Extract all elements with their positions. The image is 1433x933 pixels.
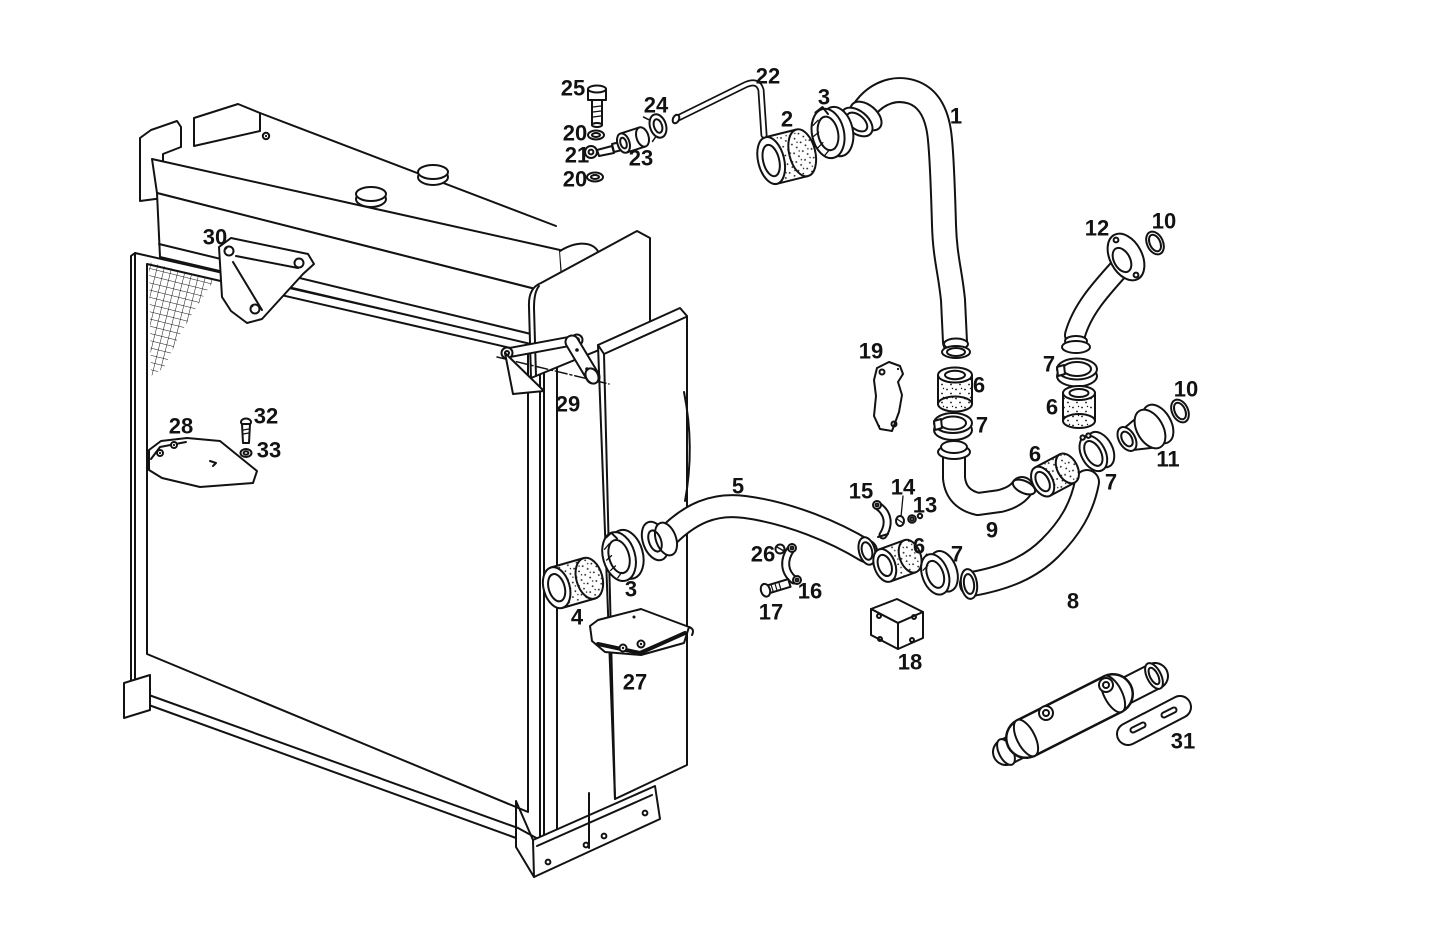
sleeve-6-right [1062,385,1096,429]
part-label-19: 19 [859,339,883,364]
part-label-6: 6 [913,534,925,559]
clamp-7-bottom [920,550,959,596]
sleeve-6-bottom [872,538,923,583]
clamp-3-upper [810,105,855,160]
clamp-7-right [1056,357,1098,388]
part-label-30: 30 [203,225,227,250]
fitting-11 [1116,403,1175,452]
part-label-25: 25 [561,76,585,101]
part-label-24: 24 [644,93,669,118]
part-label-3: 3 [625,577,637,602]
clip-26 [774,543,786,555]
bolt-25 [587,84,607,128]
left-foot [123,674,151,719]
part-label-27: 27 [623,670,647,695]
part-label-6: 6 [1046,395,1058,420]
part-label-7: 7 [1043,352,1055,377]
sleeve-4 [541,556,605,610]
bracket-19 [873,361,904,432]
bolt-17 [759,578,792,598]
part-label-20: 20 [563,121,587,146]
part-label-13: 13 [913,493,937,518]
filler-cap-right [417,164,449,186]
bracket-27 [589,608,694,656]
bolt-32 [240,417,252,444]
part-label-3: 3 [818,85,830,110]
bracket-29 [496,333,610,395]
nut-13 [907,512,924,524]
radiator-assembly [123,103,694,878]
pipe-coupling-assembly [992,662,1192,766]
pipe-22 [671,79,768,139]
part-label-11: 11 [1156,447,1179,472]
rear-top-board [193,103,557,227]
hose-1 [840,77,971,359]
part-label-4: 4 [571,605,584,630]
sleeve-6-diagonal [1030,452,1080,498]
part-label-10: 10 [1152,209,1176,234]
part-label-1: 1 [950,104,962,129]
part-label-28: 28 [169,414,193,439]
strap-16 [781,543,802,585]
part-label-14: 14 [891,475,916,500]
oring-10-upper [1145,230,1165,256]
bracket-30 [218,237,315,324]
radiator-core-face [146,263,529,813]
coupling-sleeve [1005,673,1134,759]
part-label-20: 20 [563,167,587,192]
link-31 [1116,695,1192,746]
part-label-6: 6 [1029,442,1041,467]
part-label-17: 17 [759,600,783,625]
part-label-16: 16 [798,579,822,604]
bolt-14 [895,515,905,527]
bracket-18 [870,598,924,650]
part-label-18: 18 [898,650,922,675]
elbow-9 [937,440,1037,516]
hose-8 [959,469,1100,600]
part-label-8: 8 [1067,589,1079,614]
part-label-5: 5 [732,474,744,499]
part-label-32: 32 [254,404,278,429]
clamp-3-lower [601,528,645,582]
nut-33 [239,448,253,458]
base-rail [123,674,661,878]
part-label-33: 33 [257,438,281,463]
filler-cap-left [355,186,387,208]
clamp-7-diagonal [1078,430,1116,473]
washer-20-upper [587,129,605,141]
part-label-31: 31 [1171,729,1195,754]
core-mesh-screen [149,262,214,376]
part-label-22: 22 [756,64,780,89]
part-label-7: 7 [976,413,988,438]
part-label-7: 7 [1105,470,1117,495]
hose-5 [640,494,878,566]
part-label-23: 23 [629,146,653,171]
part-label-2: 2 [781,107,793,132]
stud-21 [584,141,623,159]
part-label-6: 6 [973,373,985,398]
spacer-23 [616,126,650,154]
oring-10-lower [1170,398,1190,424]
part-label-29: 29 [556,392,580,417]
base-channel [532,785,661,878]
leader-line-14 [900,495,904,518]
part-label-9: 9 [986,518,998,543]
part-labels: 1233456666777789101011121314151617181920… [169,64,1198,754]
sleeve-6-under-hose1 [937,366,973,413]
elbow-12 [1061,232,1146,354]
bracket-28 [148,437,258,488]
part-label-12: 12 [1085,216,1109,241]
clamp-7-under-hose1 [933,412,973,441]
strap-15 [872,500,892,540]
part-label-10: 10 [1174,377,1198,402]
washer-20-lower [586,171,604,183]
part-label-15: 15 [849,479,873,504]
part-label-21: 21 [565,143,589,168]
part-label-7: 7 [951,542,963,567]
part-label-26: 26 [751,542,775,567]
panel-port-arc [683,391,691,502]
sleeve-2 [756,128,818,186]
clamp-24 [642,113,668,143]
